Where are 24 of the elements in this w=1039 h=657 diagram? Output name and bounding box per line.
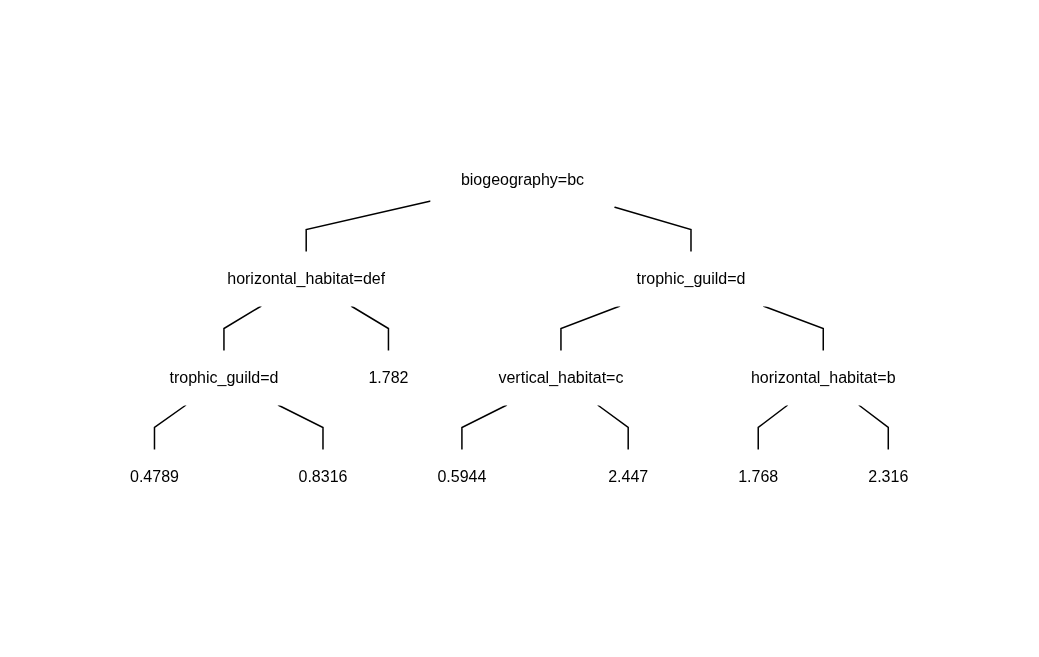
- connector: [461, 404, 508, 451]
- node-text: horizontal_habitat=b: [751, 368, 896, 386]
- node-text: trophic_guild=d: [169, 368, 279, 386]
- connector: [350, 305, 390, 352]
- connector: [277, 404, 325, 451]
- connector: [223, 305, 263, 352]
- node-text: vertical_habitat=c: [498, 368, 624, 386]
- connector: [762, 305, 825, 352]
- connector: [858, 404, 890, 451]
- connector: [597, 404, 630, 451]
- node-text: 0.4789: [130, 467, 180, 485]
- connector: [154, 404, 188, 451]
- node-text: 1.782: [368, 368, 409, 386]
- node-text: 0.5944: [437, 467, 487, 485]
- connector: [305, 200, 432, 253]
- node-text: horizontal_habitat=def: [227, 269, 386, 287]
- node-text: biogeography=bc: [461, 171, 585, 188]
- connector: [757, 404, 789, 451]
- node-text: 2.316: [868, 467, 909, 485]
- node-text: 1.768: [738, 467, 779, 485]
- node-text: 2.447: [608, 467, 649, 485]
- node-text: 0.8316: [298, 467, 348, 485]
- connector: [613, 206, 693, 253]
- node-text: trophic_guild=d: [636, 269, 746, 287]
